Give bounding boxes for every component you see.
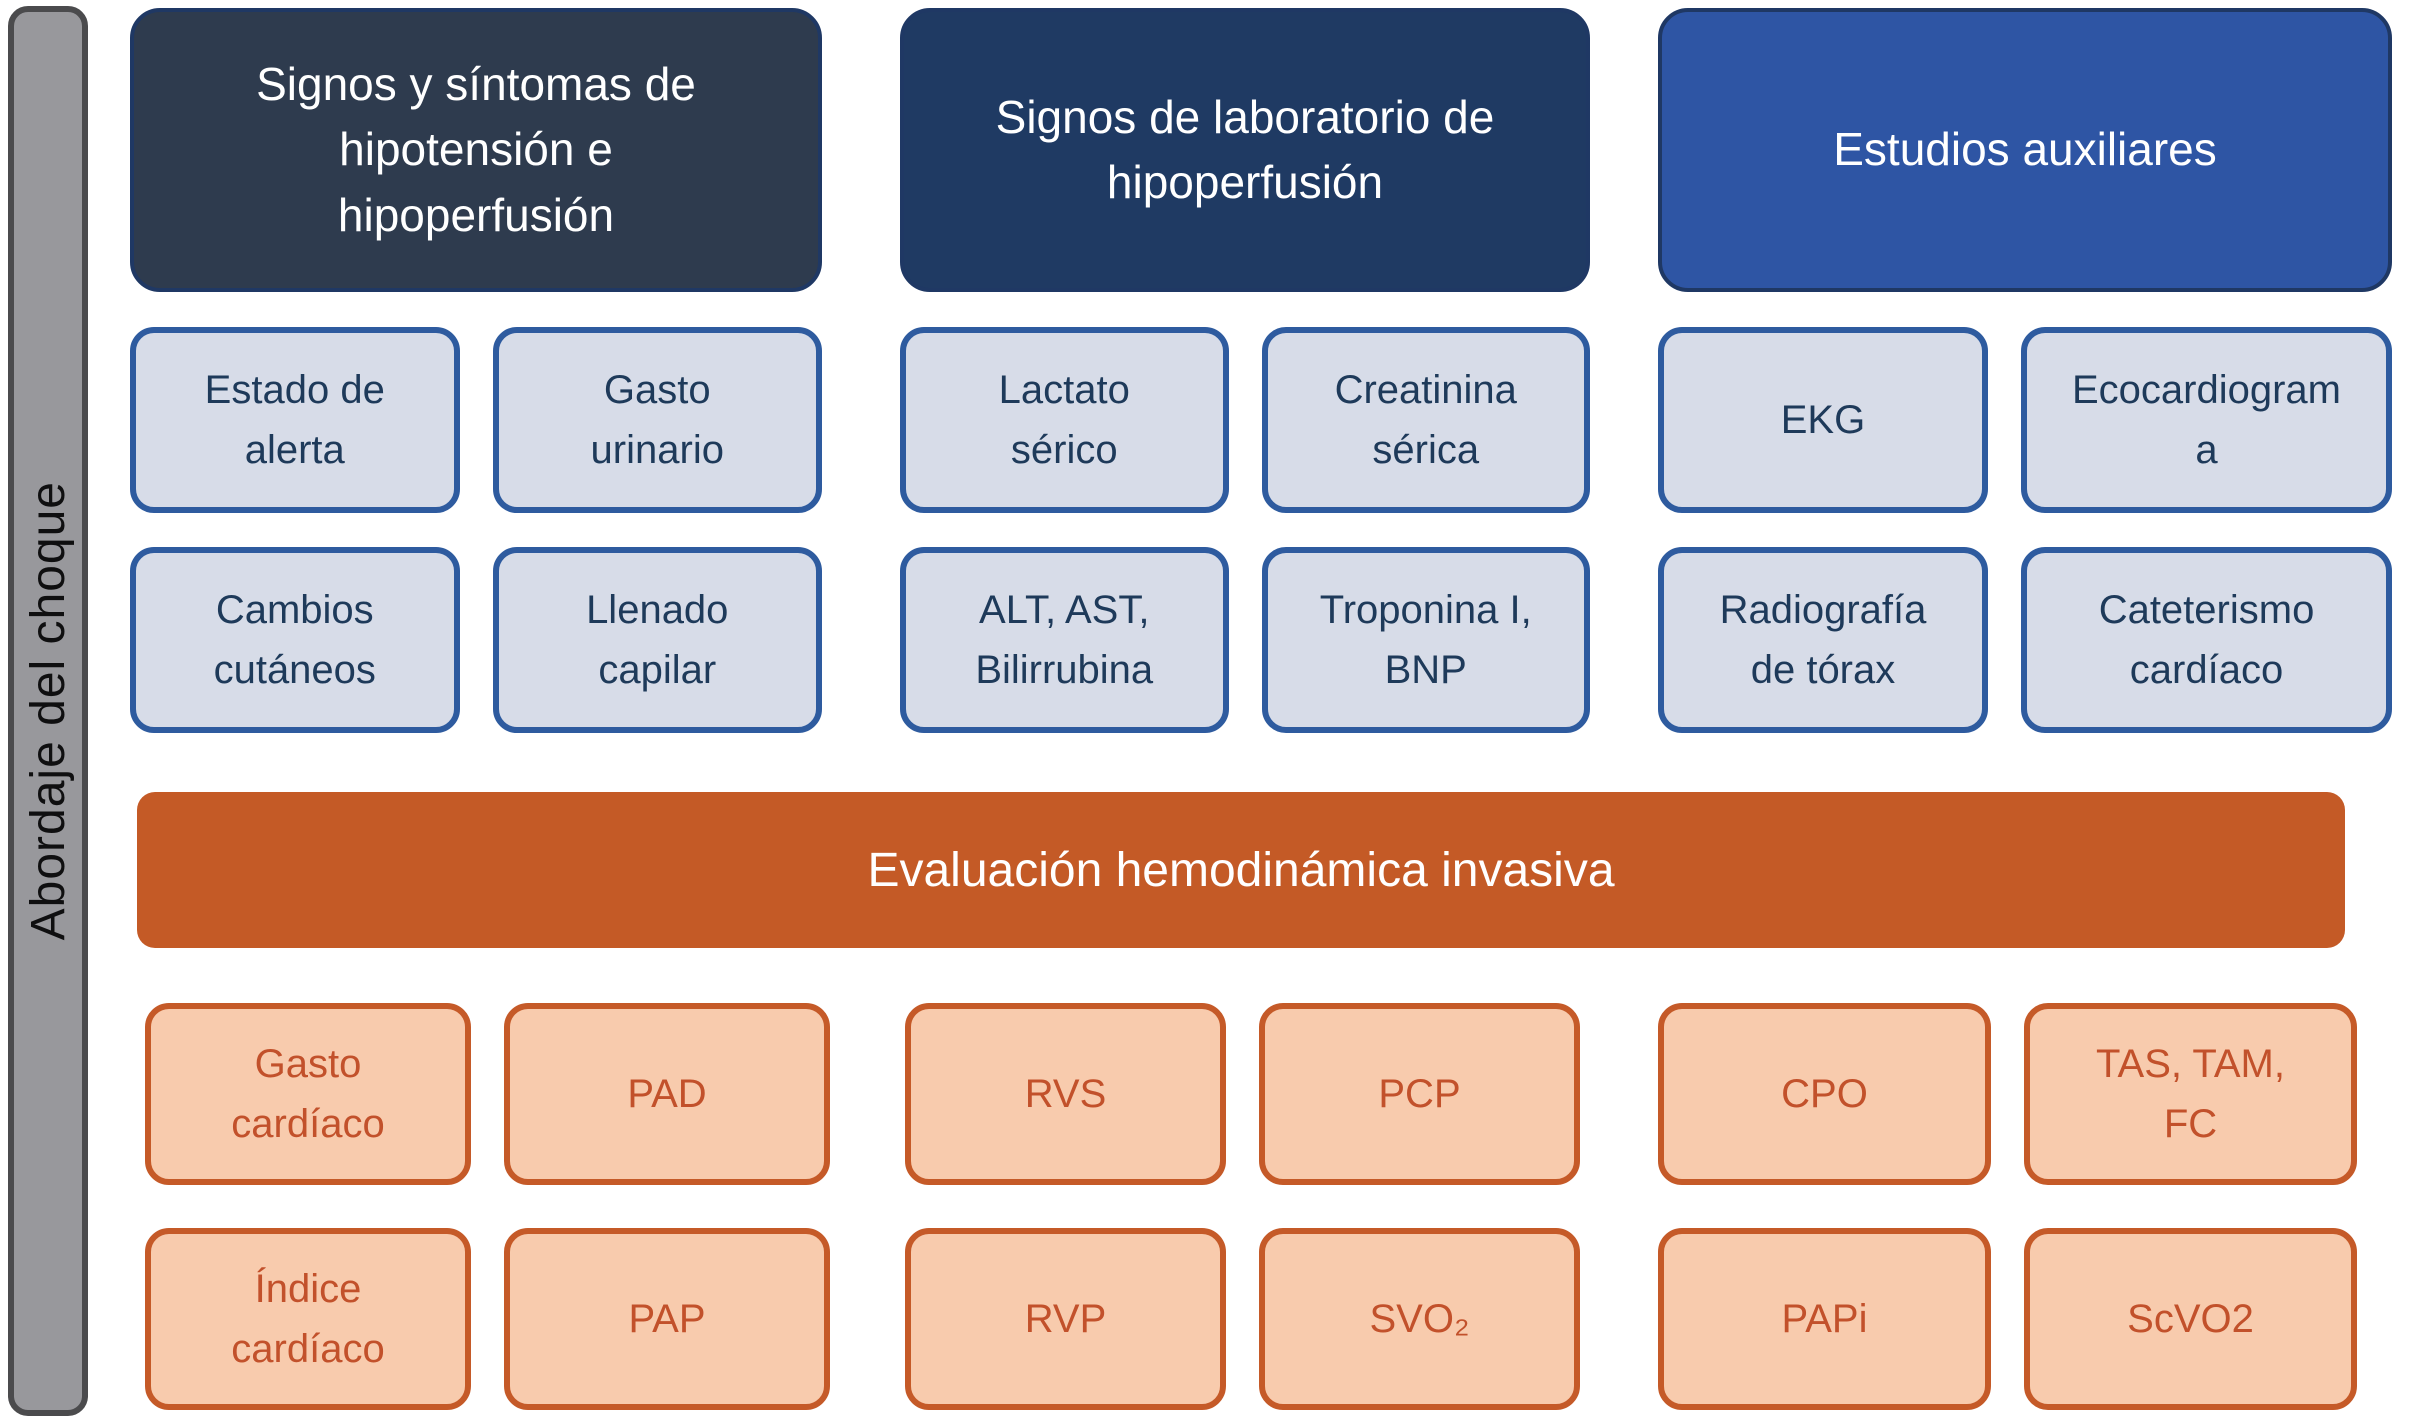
box-troponina-bnp: Troponina I, BNP [1261,547,1590,733]
header-signos-sintomas: Signos y síntomas de hipotensión e hipop… [130,8,822,292]
box-gasto-cardiaco: Gasto cardíaco [145,1003,471,1185]
boxgrid-signos-sintomas: Estado de alerta Gasto urinario Cambios … [130,327,822,733]
box-alt-ast-bilirrubina: ALT, AST, Bilirrubina [900,547,1229,733]
box-llenado-capilar: Llenado capilar [492,547,822,733]
box-radiografia-de-torax: Radiografía de tórax [1658,547,1988,733]
hemodynamics-group-3: CPO TAS, TAM, FC PAPi ScVO2 [1658,1003,2357,1410]
boxgrid-estudios-auxiliares: EKG Ecocardiogram a Radiografía de tórax… [1658,327,2392,733]
box-estado-de-alerta: Estado de alerta [130,327,460,513]
header-estudios-auxiliares: Estudios auxiliares [1658,8,2392,292]
box-indice-cardiaco: Índice cardíaco [145,1228,471,1410]
box-ekg: EKG [1658,327,1988,513]
box-creatinina-serica: Creatinina sérica [1261,327,1590,513]
box-tas-tam-fc: TAS, TAM, FC [2024,1003,2357,1185]
column-signos-sintomas: Signos y síntomas de hipotensión e hipop… [130,8,822,733]
header-laboratorio: Signos de laboratorio de hipoperfusión [900,8,1590,292]
box-papi: PAPi [1658,1228,1991,1410]
boxgrid-laboratorio: Lactato sérico Creatinina sérica ALT, AS… [900,327,1590,733]
box-pap: PAP [504,1228,830,1410]
box-cateterismo-cardiaco: Cateterismo cardíaco [2021,547,2392,733]
sidebar-label: Abordaje del choque [21,481,75,941]
box-pcp: PCP [1259,1003,1580,1185]
column-estudios-auxiliares: Estudios auxiliares EKG Ecocardiogram a … [1658,8,2392,733]
hemodynamics-group-1: Gasto cardíaco PAD Índice cardíaco PAP [145,1003,830,1410]
banner-evaluacion-hemodinamica-invasiva: Evaluación hemodinámica invasiva [137,792,2345,948]
column-laboratorio: Signos de laboratorio de hipoperfusión L… [900,8,1590,733]
box-ecocardiograma: Ecocardiogram a [2021,327,2392,513]
box-rvs: RVS [905,1003,1226,1185]
box-gasto-urinario: Gasto urinario [492,327,822,513]
box-scvo2: ScVO2 [2024,1228,2357,1410]
box-rvp: RVP [905,1228,1226,1410]
box-pad: PAD [504,1003,830,1185]
box-svo2: SVO₂ [1259,1228,1580,1410]
hemodynamics-group-2: RVS PCP RVP SVO₂ [905,1003,1580,1410]
box-cambios-cutaneos: Cambios cutáneos [130,547,460,733]
box-lactato-serico: Lactato sérico [900,327,1229,513]
box-cpo: CPO [1658,1003,1991,1185]
sidebar-abordaje-del-choque: Abordaje del choque [8,6,88,1416]
